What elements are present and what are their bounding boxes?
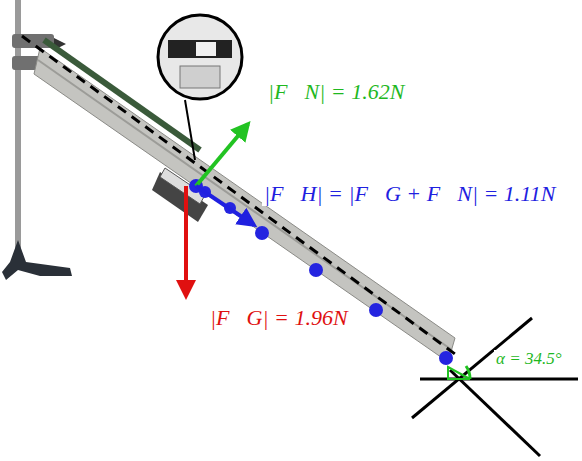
zoom-inset	[158, 15, 242, 160]
weight-arrow	[184, 186, 188, 296]
normal-force-arrow	[196, 124, 248, 186]
angle-label: α = 34.5°	[494, 350, 563, 369]
weight-force-label: |F⃗G| = 1.96N	[208, 306, 350, 330]
downhill-force-arrow	[196, 186, 254, 225]
downhill-force-label: |F⃗H| = |F⃗G + F⃗N| = 1.11N	[262, 182, 557, 206]
position-dots	[189, 179, 453, 365]
angle-lines	[412, 318, 578, 456]
normal-force-label: |F⃗N| = 1.62N	[266, 80, 406, 104]
stand	[2, 0, 72, 280]
cart	[152, 168, 208, 222]
